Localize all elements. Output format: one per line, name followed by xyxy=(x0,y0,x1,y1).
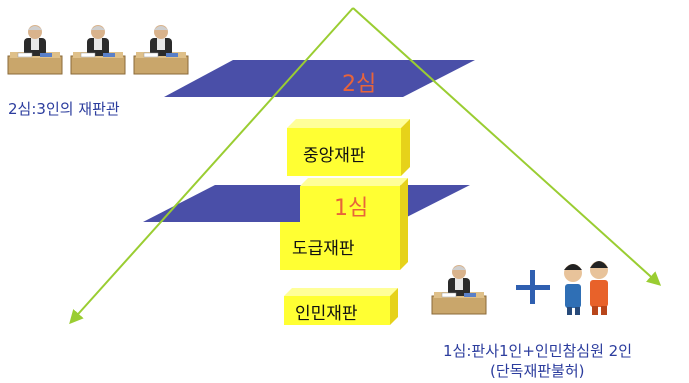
plus-icon xyxy=(516,270,550,304)
peoples-court-box xyxy=(284,288,398,325)
second-instance-label: 2심 xyxy=(342,72,377,97)
district-court-label: 도급재판 xyxy=(292,239,355,259)
judge-at-bench-icon xyxy=(70,24,126,75)
peoples-court-label: 인민재판 xyxy=(295,304,358,324)
judge-at-bench-icon xyxy=(7,24,63,75)
central-court-label: 중앙재판 xyxy=(303,146,366,166)
orange-person-icon xyxy=(590,261,608,315)
first-instance-caption: 1심:판사1인+인민참심원 2인 xyxy=(443,342,633,360)
first-instance-caption-note: (단독재판불허) xyxy=(490,362,585,380)
first-instance-label: 1심 xyxy=(334,196,369,221)
second-instance-plane xyxy=(164,60,475,97)
judge-at-bench-icon xyxy=(431,264,487,315)
district-court-box xyxy=(280,178,408,270)
second-instance-caption: 2심:3인의 재판관 xyxy=(8,100,120,118)
judge-at-bench-icon xyxy=(133,24,189,75)
right-arrow xyxy=(352,7,662,286)
blue-person-icon xyxy=(564,264,582,315)
left-arrow xyxy=(69,7,354,325)
central-court-box xyxy=(287,119,410,176)
